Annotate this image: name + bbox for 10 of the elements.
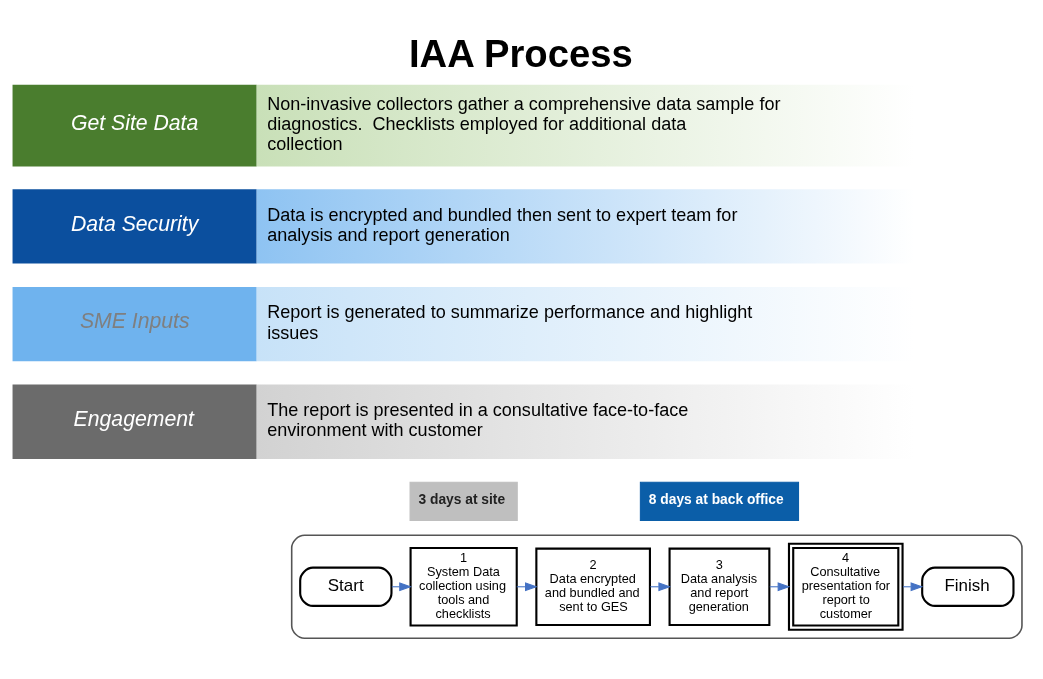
cluster	[290, 534, 1023, 639]
node-box: 4 Consultative presentation for report to customer	[787, 542, 904, 631]
node-box: 1 System Data collection using tools and checklists	[409, 546, 518, 627]
label: 8 days at back office	[648, 491, 784, 507]
diagram-title: IAA Process	[408, 31, 633, 75]
node-box: Start	[299, 566, 393, 607]
node-box: 3 Data analysis and report generation	[668, 547, 771, 626]
node-box: Finish	[921, 566, 1015, 607]
node-box: 2 Data encrypted and bundled and sent to GES	[535, 547, 651, 626]
label: 3 days at site	[418, 491, 506, 507]
